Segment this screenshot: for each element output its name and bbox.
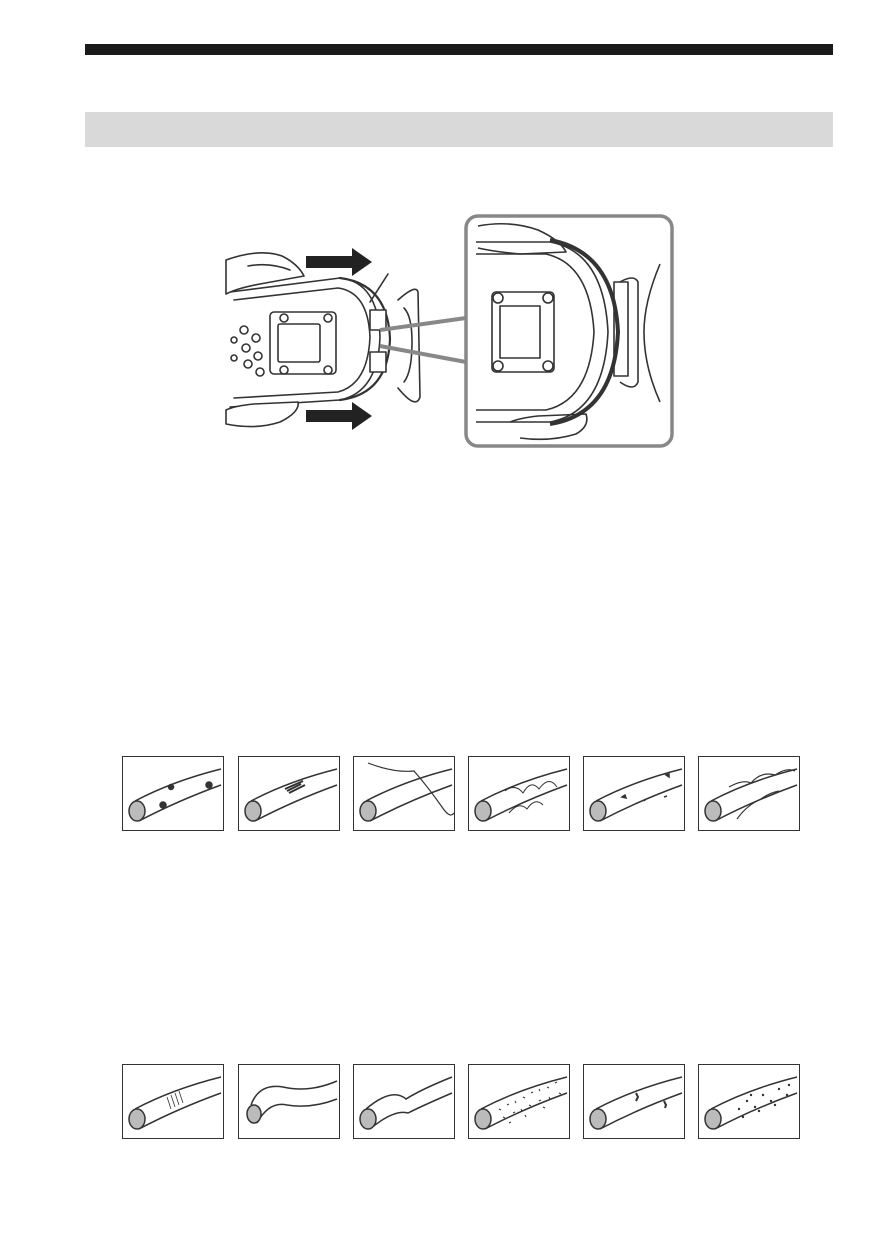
section-heading-bar — [85, 112, 833, 147]
housing-open-illustration — [220, 212, 680, 452]
panel-oring-particles — [698, 1064, 800, 1139]
oring-defect-strip-1 — [122, 756, 804, 833]
back-door — [398, 289, 420, 401]
panel-oring-sand — [468, 1064, 570, 1139]
panel-oring-scratch — [122, 1064, 224, 1139]
panel-oring-fibers — [698, 756, 800, 831]
panel-oring-grit — [583, 756, 685, 831]
panel-oring-lint — [468, 756, 570, 831]
panel-oring-crack — [583, 1064, 685, 1139]
zoom-inset-frame — [466, 216, 672, 446]
oring-defect-strip-2 — [122, 1064, 804, 1141]
header-rule — [85, 44, 833, 55]
panel-oring-deformed — [353, 1064, 455, 1139]
panel-oring-spots — [122, 756, 224, 831]
panel-oring-hair — [353, 756, 455, 831]
panel-oring-smudge — [238, 756, 340, 831]
panel-oring-bent — [238, 1064, 340, 1139]
